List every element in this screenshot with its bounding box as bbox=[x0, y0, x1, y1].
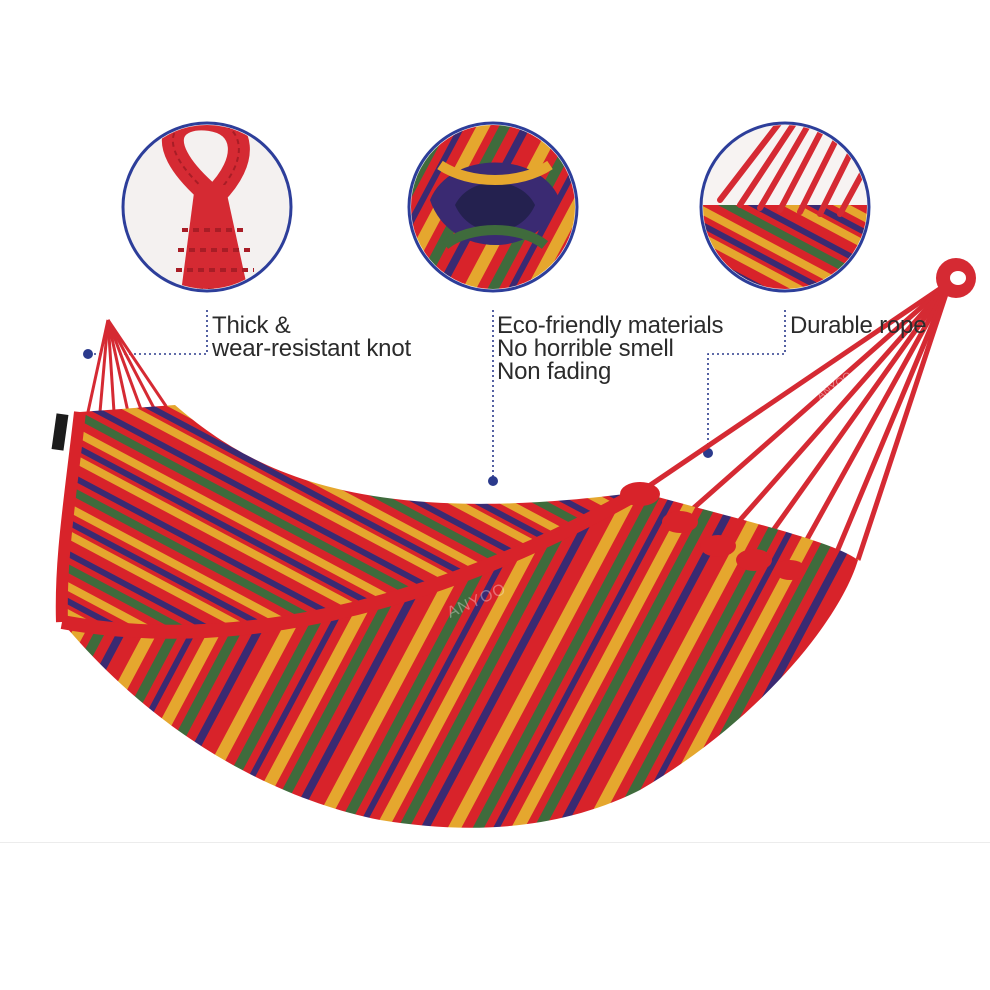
left-ropes bbox=[86, 319, 172, 413]
fabric-gathers bbox=[620, 482, 806, 580]
feature-knot-line-2: wear-resistant knot bbox=[212, 335, 411, 362]
feature-knot-line-1: Thick & bbox=[212, 312, 291, 339]
rope-detail-photo bbox=[699, 121, 871, 293]
bottom-divider bbox=[0, 842, 990, 843]
brand-tag bbox=[51, 413, 69, 451]
feature-eco-line-1: Eco-friendly materials bbox=[497, 312, 724, 339]
folded-fabric-icon bbox=[430, 160, 560, 250]
feature-eco-line-3: Non fading bbox=[497, 358, 612, 385]
hammock: ANYOO ANYOO bbox=[51, 258, 976, 828]
feature-rope-line-1: Durable rope bbox=[790, 312, 927, 339]
rope-fringe-icon bbox=[717, 125, 867, 217]
feature-knot-text: Thick & wear-resistant knot bbox=[212, 312, 411, 362]
feature-eco-text: Eco-friendly materials No horrible smell… bbox=[497, 312, 724, 385]
callout-lines bbox=[88, 310, 786, 480]
knot-detail-photo bbox=[121, 121, 293, 293]
feature-eco-line-2: No horrible smell bbox=[497, 335, 674, 362]
feature-rope-text: Durable rope bbox=[790, 312, 927, 339]
fabric-detail-photo bbox=[407, 121, 579, 293]
right-ropes bbox=[638, 279, 953, 579]
right-rope-loop bbox=[936, 258, 976, 298]
